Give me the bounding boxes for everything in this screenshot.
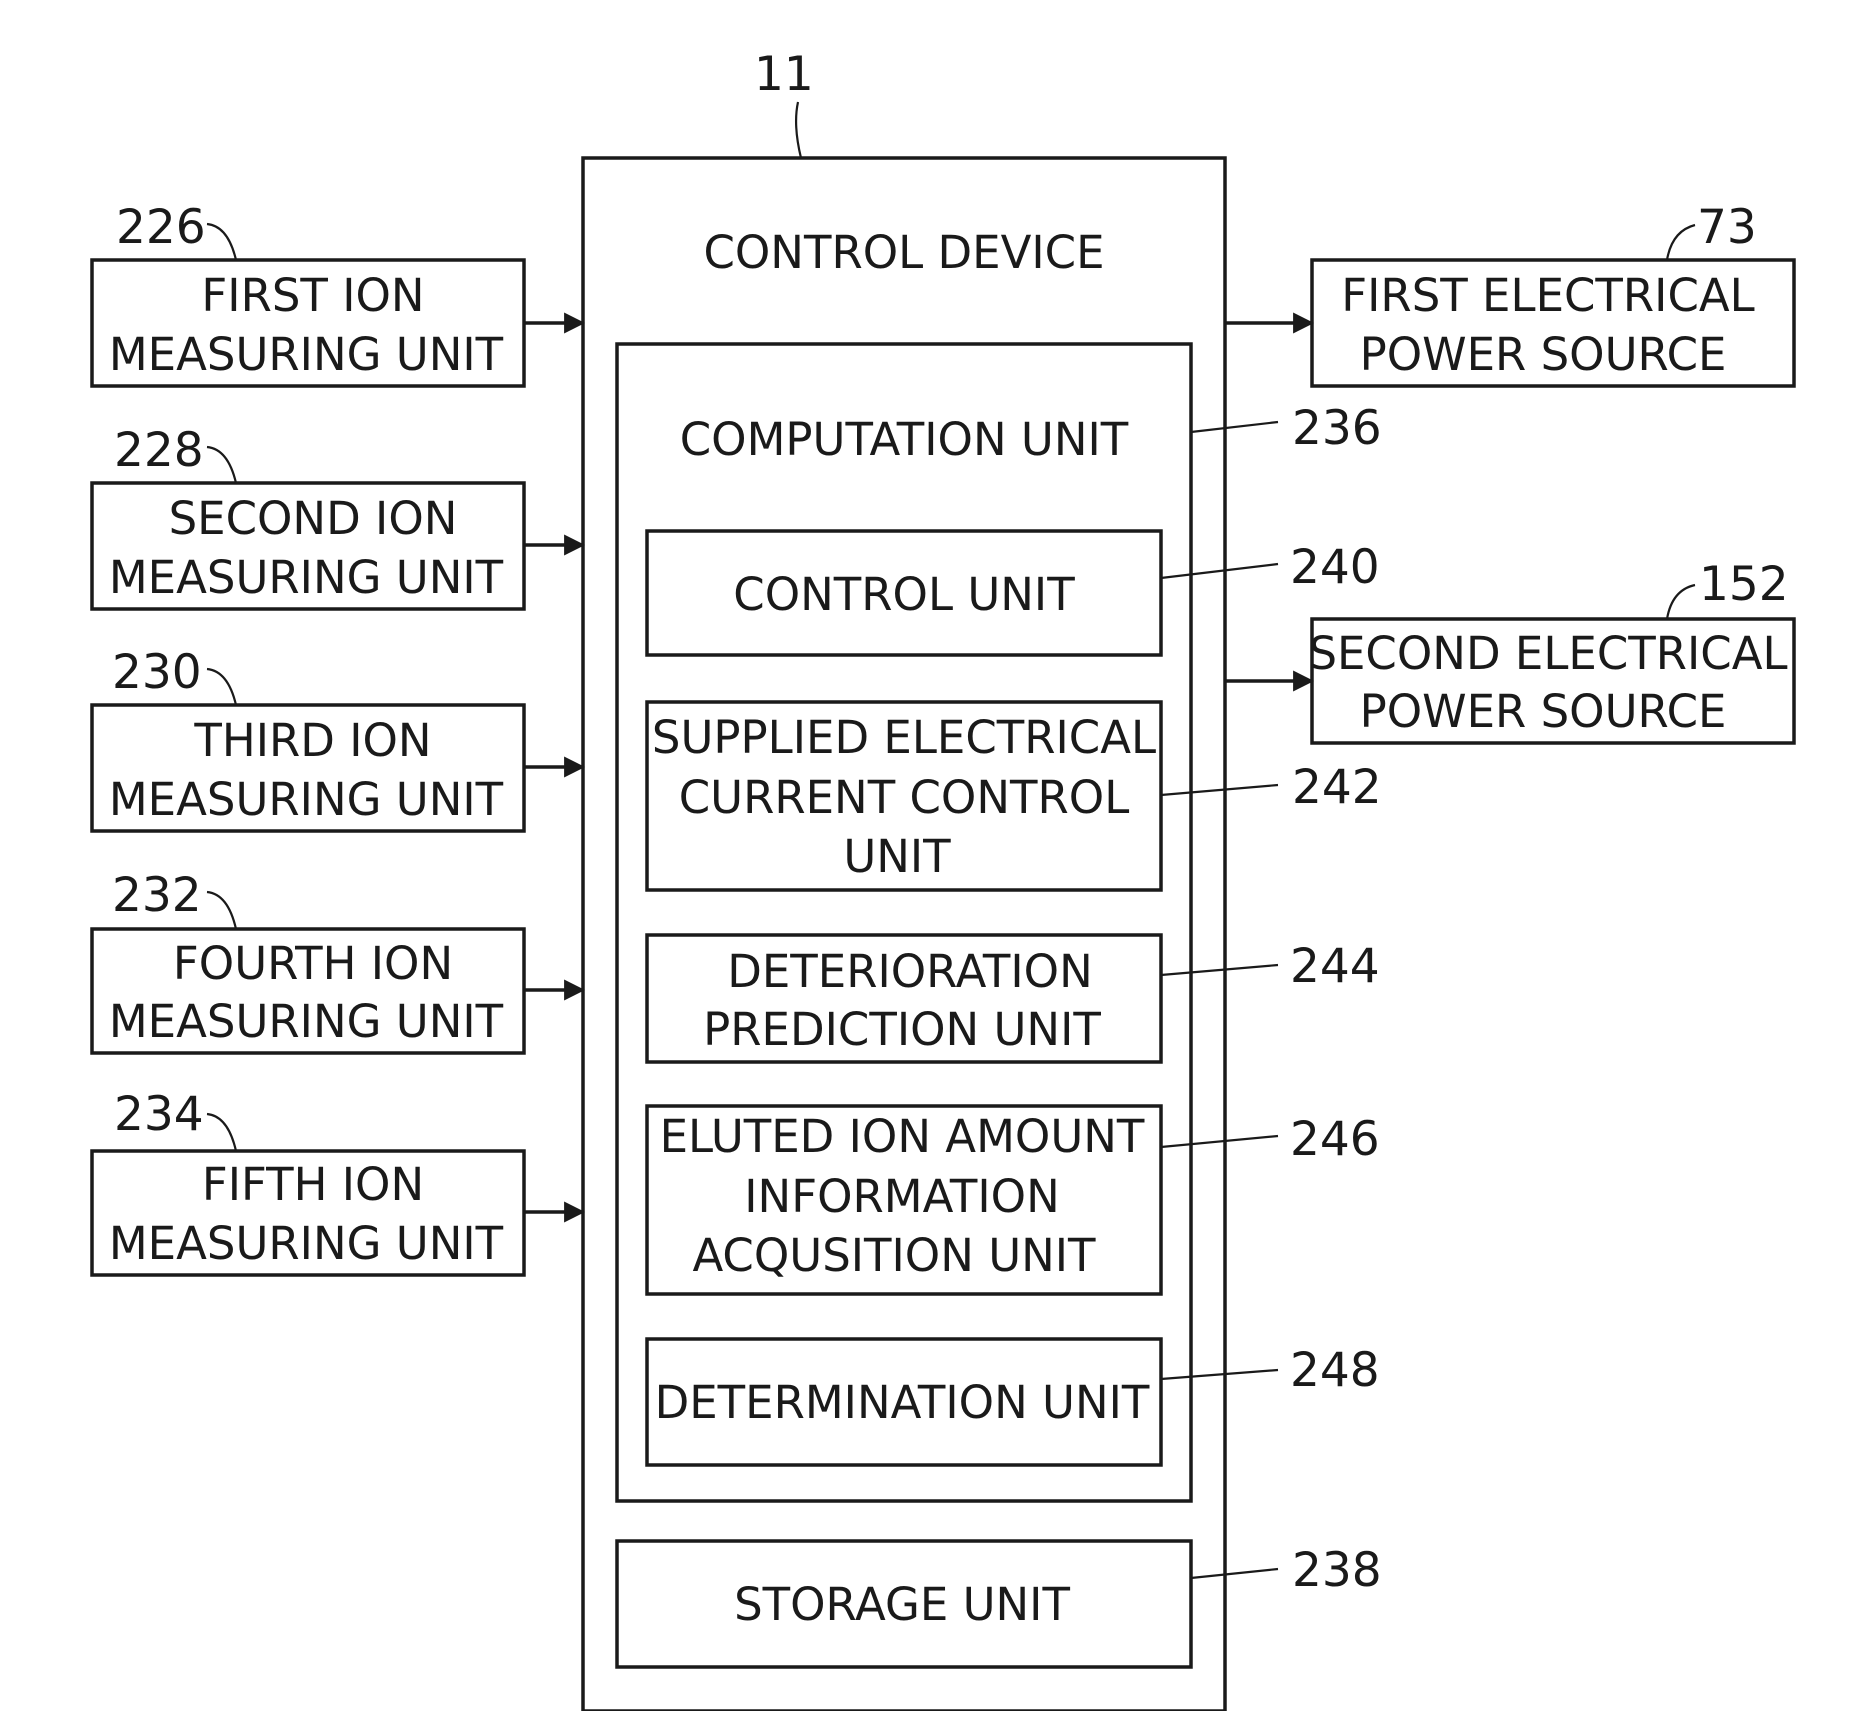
- determination-unit: DETERMINATION UNIT 248: [647, 1339, 1380, 1465]
- storage-unit-ref: 238: [1292, 1543, 1382, 1598]
- deterioration-prediction-unit-ref: 244: [1290, 939, 1380, 994]
- supplied-current-control-unit-label-1: SUPPLIED ELECTRICAL: [652, 711, 1156, 764]
- second-power-source-label-1: SECOND ELECTRICAL: [1308, 627, 1787, 680]
- storage-unit-label-1: STORAGE UNIT: [734, 1578, 1070, 1631]
- supplied-current-control-unit-ref: 242: [1292, 760, 1382, 815]
- eluted-ion-amount-unit-label-1: ELUTED ION AMOUNT: [660, 1110, 1145, 1163]
- second-ion-measuring-unit-ref: 228: [114, 423, 204, 478]
- first-ion-measuring-unit-ref: 226: [116, 200, 206, 255]
- second-ion-measuring-unit-label-2: MEASURING UNIT: [109, 551, 504, 604]
- third-ion-measuring-unit-label-1: THIRD ION: [193, 714, 431, 767]
- second-ion-measuring-unit: SECOND ION MEASURING UNIT 228: [92, 423, 583, 609]
- control-device-ref: 11: [754, 47, 814, 102]
- computation-unit: COMPUTATION UNIT 236: [617, 344, 1382, 1501]
- control-device-label: CONTROL DEVICE: [703, 226, 1104, 279]
- fifth-ion-measuring-unit-label-1: FIFTH ION: [202, 1158, 424, 1211]
- determination-unit-ref: 248: [1290, 1343, 1380, 1398]
- control-unit-label-1: CONTROL UNIT: [733, 568, 1075, 621]
- fourth-ion-measuring-unit-ref: 232: [112, 868, 202, 923]
- second-ion-measuring-unit-label-1: SECOND ION: [169, 492, 458, 545]
- supplied-current-control-unit-label-2: CURRENT CONTROL: [679, 771, 1130, 824]
- third-ion-measuring-unit: THIRD ION MEASURING UNIT 230: [92, 645, 583, 831]
- deterioration-prediction-unit-label-2: PREDICTION UNIT: [703, 1003, 1101, 1056]
- determination-unit-label-1: DETERMINATION UNIT: [655, 1376, 1150, 1429]
- fifth-ion-measuring-unit-ref: 234: [114, 1087, 204, 1142]
- eluted-ion-amount-unit-label-3: ACQUSITION UNIT: [692, 1229, 1096, 1282]
- second-power-source-ref: 152: [1699, 557, 1789, 612]
- fourth-ion-measuring-unit-label-2: MEASURING UNIT: [109, 995, 504, 1048]
- fifth-ion-measuring-unit: FIFTH ION MEASURING UNIT 234: [92, 1087, 583, 1275]
- third-ion-measuring-unit-label-2: MEASURING UNIT: [109, 773, 504, 826]
- deterioration-prediction-unit: DETERIORATION PREDICTION UNIT 244: [647, 935, 1380, 1062]
- supplied-current-control-unit-label-3: UNIT: [843, 830, 951, 883]
- fifth-ion-measuring-unit-label-2: MEASURING UNIT: [109, 1217, 504, 1270]
- eluted-ion-amount-unit: ELUTED ION AMOUNT INFORMATION ACQUSITION…: [647, 1106, 1380, 1294]
- computation-unit-label: COMPUTATION UNIT: [680, 413, 1129, 466]
- first-power-source-label-2: POWER SOURCE: [1360, 328, 1727, 381]
- fourth-ion-measuring-unit-label-1: FOURTH ION: [173, 937, 453, 990]
- computation-unit-ref: 236: [1292, 401, 1382, 456]
- deterioration-prediction-unit-label-1: DETERIORATION: [727, 945, 1093, 998]
- supplied-current-control-unit: SUPPLIED ELECTRICAL CURRENT CONTROL UNIT…: [647, 702, 1382, 890]
- fourth-ion-measuring-unit: FOURTH ION MEASURING UNIT 232: [92, 868, 583, 1053]
- eluted-ion-amount-unit-label-2: INFORMATION: [744, 1170, 1059, 1223]
- control-unit: CONTROL UNIT 240: [647, 531, 1380, 655]
- eluted-ion-amount-unit-ref: 246: [1290, 1112, 1380, 1167]
- first-ion-measuring-unit: FIRST ION MEASURING UNIT 226: [92, 200, 583, 386]
- first-power-source-ref: 73: [1697, 200, 1757, 255]
- third-ion-measuring-unit-ref: 230: [112, 645, 202, 700]
- first-ion-measuring-unit-label-2: MEASURING UNIT: [109, 328, 504, 381]
- first-power-source: FIRST ELECTRICAL POWER SOURCE 73: [1225, 200, 1794, 386]
- storage-unit: STORAGE UNIT 238: [617, 1541, 1382, 1667]
- first-power-source-label-1: FIRST ELECTRICAL: [1341, 269, 1754, 322]
- control-unit-ref: 240: [1290, 540, 1380, 595]
- second-power-source-label-2: POWER SOURCE: [1360, 685, 1727, 738]
- first-ion-measuring-unit-label-1: FIRST ION: [201, 269, 424, 322]
